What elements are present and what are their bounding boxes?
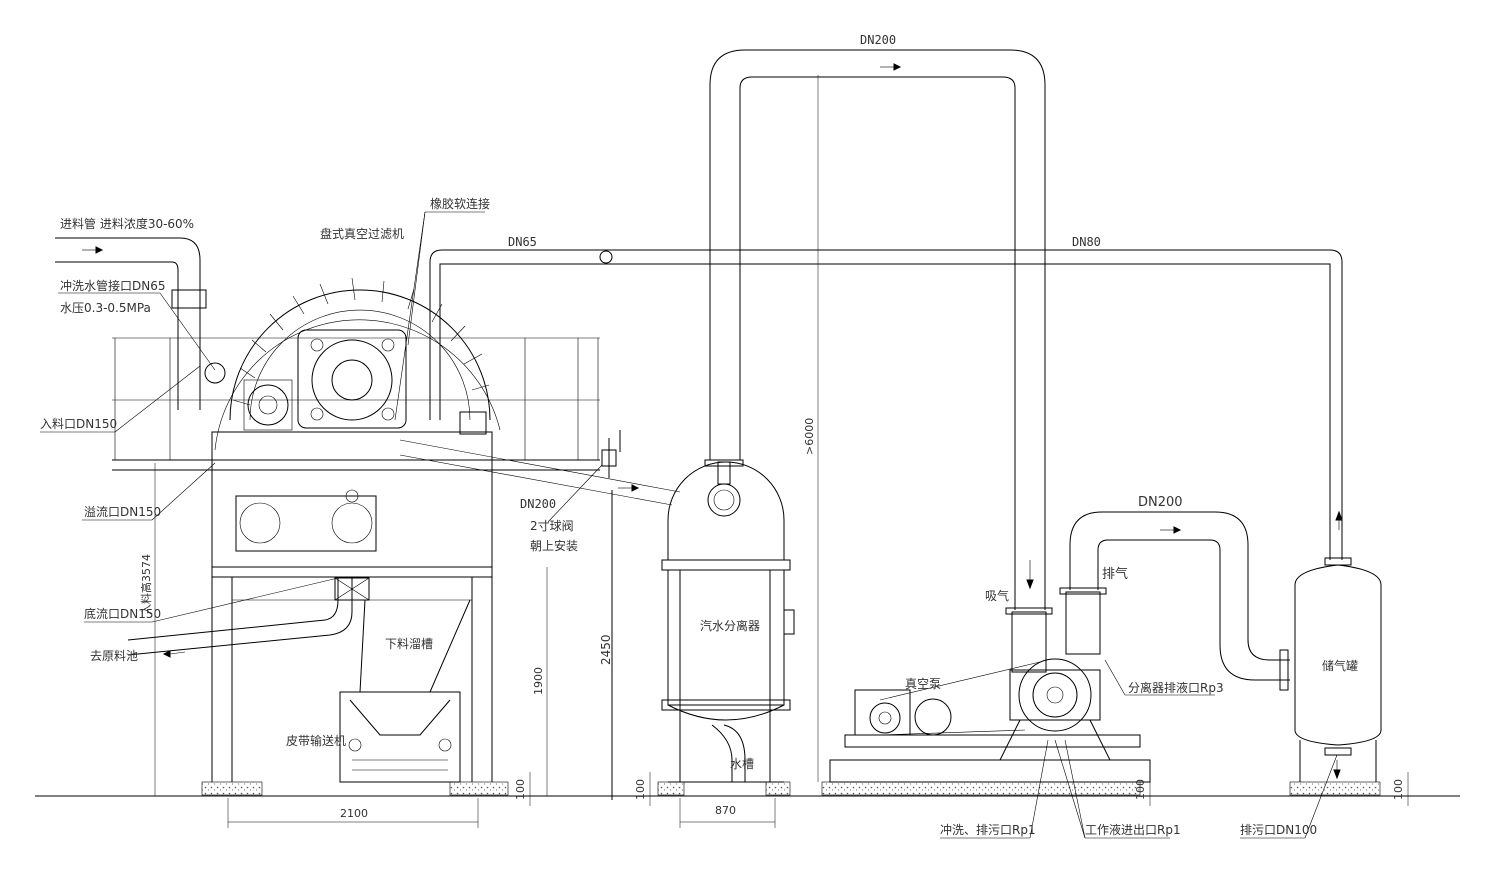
dim-3574: 入料高3574 bbox=[139, 554, 153, 615]
label-disc-filter: 盘式真空过滤机 bbox=[320, 226, 404, 241]
label-flush-drain: 冲洗、排污口Rp1 bbox=[940, 822, 1036, 837]
foundation-pad bbox=[1289, 781, 1381, 796]
label-dn200-top: DN200 bbox=[860, 33, 896, 47]
label-sep-drain: 分离器排液口Rp3 bbox=[1128, 680, 1224, 695]
label-bottom-outlet: 底流口DN150 bbox=[84, 606, 161, 621]
label-overflow: 溢流口DN150 bbox=[84, 505, 161, 519]
pipe-dn200-exhaust bbox=[1069, 511, 1290, 691]
label-dn80: DN80 bbox=[1072, 235, 1101, 249]
vacuum-line-dn65-dn80 bbox=[429, 249, 1343, 560]
pipe-dn200-filter-separator bbox=[399, 439, 681, 800]
foundation-pad bbox=[765, 781, 791, 796]
foundation-pad bbox=[449, 781, 509, 796]
label-air-tank: 储气罐 bbox=[1322, 658, 1358, 673]
label-work-fluid: 工作液进出口Rp1 bbox=[1085, 822, 1181, 837]
dim-100: 100 bbox=[1134, 779, 1147, 800]
label-suction: 吸气 bbox=[985, 588, 1009, 603]
label-ball-valve: 2寸球阀 bbox=[530, 519, 574, 533]
label-belt-conveyor: 皮带输送机 bbox=[286, 733, 346, 748]
vacuum-pump-unit bbox=[829, 587, 1151, 783]
leader-lines bbox=[40, 292, 1338, 839]
label-dn200-right: DN200 bbox=[1138, 495, 1183, 510]
ball-valve bbox=[601, 430, 621, 478]
label-water-pressure: 水压0.3-0.5MPa bbox=[60, 301, 151, 315]
label-ball-valve-note: 朝上安装 bbox=[530, 538, 578, 553]
dim-2100: 2100 bbox=[340, 807, 368, 820]
flow-arrows bbox=[82, 63, 1343, 780]
steam-water-separator bbox=[661, 459, 795, 783]
label-separator: 汽水分离器 bbox=[700, 618, 760, 633]
dim-100: 100 bbox=[634, 779, 647, 800]
dim-6000: >6000 bbox=[803, 418, 816, 455]
foundation-pad bbox=[201, 781, 263, 796]
foundation-pad bbox=[657, 781, 685, 796]
dim-870: 870 bbox=[715, 804, 736, 817]
foundation-pad bbox=[821, 781, 1141, 796]
dimension-lines bbox=[154, 463, 1409, 828]
label-dn200-mid: DN200 bbox=[520, 497, 556, 511]
dim-1900: 1900 bbox=[532, 667, 545, 695]
air-receiver-tank bbox=[1294, 557, 1382, 782]
dim-2450: 2450 bbox=[599, 634, 613, 665]
label-feed-inlet: 入料口DN150 bbox=[40, 417, 117, 431]
label-drain-port: 排污口DN100 bbox=[1240, 823, 1317, 837]
label-water-seal: 水槽 bbox=[730, 757, 754, 771]
label-to-slurry-tank: 去原料池 bbox=[90, 649, 138, 663]
label-feed-pipe: 进料管 进料浓度30-60% bbox=[60, 216, 194, 231]
dim-100: 100 bbox=[1392, 779, 1405, 800]
disc-vacuum-filter bbox=[55, 237, 600, 783]
label-chute: 下料溜槽 bbox=[385, 636, 433, 651]
pipe-dn200-top-loop bbox=[709, 49, 1046, 782]
label-exhaust: 排气 bbox=[1102, 566, 1128, 582]
label-dn65: DN65 bbox=[508, 235, 537, 249]
label-flush-port: 冲洗水管接口DN65 bbox=[60, 278, 166, 293]
label-rubber-joint: 橡胶软连接 bbox=[430, 196, 490, 211]
dim-100: 100 bbox=[514, 779, 527, 800]
label-vacuum-pump: 真空泵 bbox=[905, 677, 941, 691]
